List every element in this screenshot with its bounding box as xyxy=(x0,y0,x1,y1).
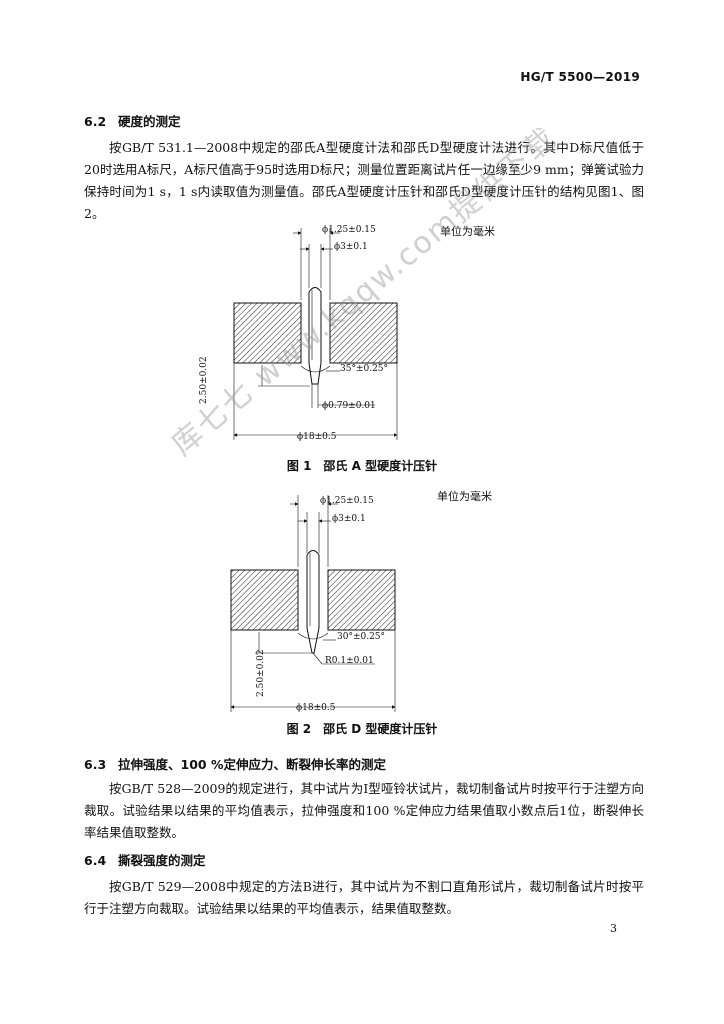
fig2-needle xyxy=(306,550,320,654)
fig2-dim-d1: ϕ1.25±0.15 xyxy=(320,496,374,506)
section-title: 硬度的测定 xyxy=(118,114,181,129)
fig2-dim-base: ϕ18±0.5 xyxy=(296,703,336,713)
fig2-dim-height: 2.50±0.02 xyxy=(256,649,266,697)
fig1-dim-angle: 35°±0.25° xyxy=(340,364,389,374)
fig1-dim-d2: ϕ3±0.1 xyxy=(334,242,368,252)
section-6-3-heading: 6.3 拉伸强度、100 %定伸应力、断裂伸长率的测定 xyxy=(84,754,386,773)
fig2-left-block xyxy=(230,569,299,631)
section-6-2-heading: 6.2 硬度的测定 xyxy=(84,111,181,130)
fig2-dim-tip: R0.1±0.01 xyxy=(325,656,374,666)
section-title: 拉伸强度、100 %定伸应力、断裂伸长率的测定 xyxy=(118,757,386,772)
section-6-3-paragraph: 按GB/T 528—2009的规定进行，其中试片为Ⅰ型哑铃状试片，裁切制备试片时… xyxy=(84,781,644,840)
watermark: 库七七 www.kqqw.com提供下载 xyxy=(165,120,564,463)
section-title: 撕裂强度的测定 xyxy=(118,853,206,868)
fig1-dim-base: ϕ18±0.5 xyxy=(297,432,337,442)
figure-1-caption: 图 1 邵氏 A 型硬度计压针 xyxy=(286,459,438,473)
section-number: 6.4 xyxy=(84,853,107,868)
standard-code: HG/T 5500—2019 xyxy=(520,70,640,84)
fig2-right-block xyxy=(327,569,396,631)
fig2-dim-d2: ϕ3±0.1 xyxy=(332,514,366,524)
fig2-dim-angle: 30°±0.25° xyxy=(337,632,386,642)
section-number: 6.3 xyxy=(84,757,107,772)
figure-2-unit-note: 单位为毫米 xyxy=(437,490,492,503)
figure-1-unit-note: 单位为毫米 xyxy=(440,225,495,238)
section-number: 6.2 xyxy=(84,114,107,129)
fig1-dim-d1: ϕ1.25±0.15 xyxy=(322,225,376,235)
section-6-4-paragraph: 按GB/T 529—2008中规定的方法B进行，其中试片为不割口直角形试片，裁切… xyxy=(84,879,644,916)
fig1-dim-tip: ϕ0.79±0.01 xyxy=(322,401,376,411)
page-number: 3 xyxy=(610,922,617,935)
section-6-4-heading: 6.4 撕裂强度的测定 xyxy=(84,850,206,869)
section-6-2-paragraph: 按GB/T 531.1—2008中规定的邵氏A型硬度计法和邵氏D型硬度计法进行。… xyxy=(84,140,644,221)
figure-2-caption: 图 2 邵氏 D 型硬度计压针 xyxy=(286,722,438,736)
